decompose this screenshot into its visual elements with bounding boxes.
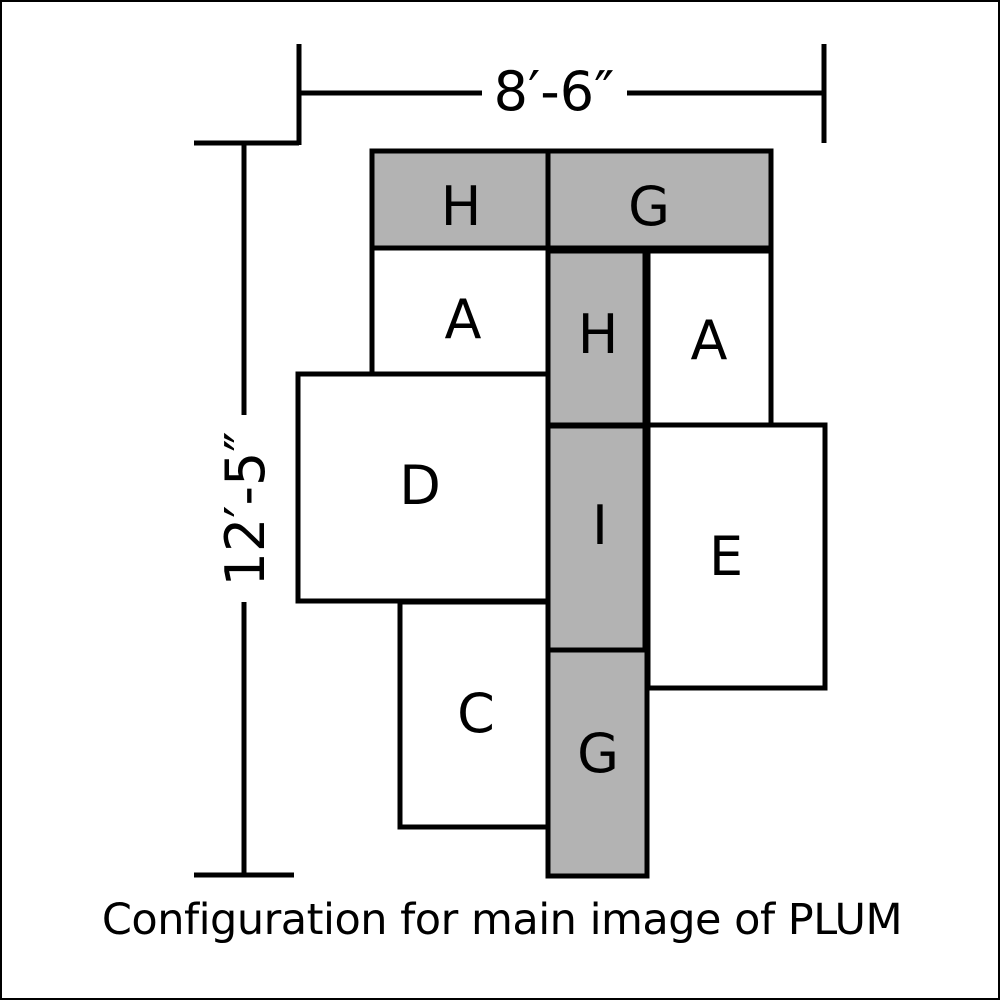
piece-h-box (369, 148, 551, 251)
height-dimension-label: 12′-5″ (214, 432, 277, 587)
piece-i-box (545, 423, 648, 653)
piece-a-label: A (445, 288, 482, 351)
piece-g-box (545, 148, 774, 251)
piece-h-label: H (441, 175, 482, 238)
piece-g-label: G (577, 722, 619, 785)
piece-d-box (295, 371, 551, 604)
piece-g-box (545, 647, 650, 879)
piece-g-label: G (628, 175, 670, 238)
width-dimension-label: 8′-6″ (494, 60, 615, 123)
piece-e-box (645, 422, 828, 691)
piece-d-label: D (399, 454, 441, 517)
piece-c-label: C (457, 682, 495, 745)
piece-i-label: I (592, 494, 608, 557)
width-dimension: 8′-6″ (296, 44, 827, 145)
piece-a-label: A (691, 309, 728, 372)
piece-h-label: H (578, 303, 619, 366)
piece-h-box (545, 248, 648, 428)
piece-e-label: E (709, 525, 743, 588)
caption: Configuration for main image of PLUM (101, 895, 903, 945)
height-dimension: 12′-5″ (194, 140, 299, 878)
piece-c-box (397, 599, 551, 830)
